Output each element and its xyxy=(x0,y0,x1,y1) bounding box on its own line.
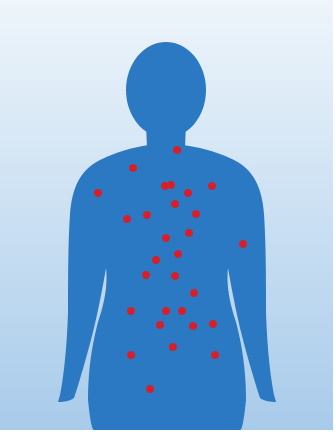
spot xyxy=(156,321,164,329)
spot xyxy=(174,250,182,258)
spot xyxy=(142,271,150,279)
spot xyxy=(239,240,247,248)
spot xyxy=(211,351,219,359)
spot xyxy=(171,200,179,208)
spot xyxy=(171,272,179,280)
spot xyxy=(146,385,154,393)
spot xyxy=(162,307,170,315)
spot xyxy=(127,351,135,359)
spot xyxy=(129,164,137,172)
spot xyxy=(161,182,169,190)
spot xyxy=(189,322,197,330)
spot xyxy=(190,289,198,297)
spot xyxy=(94,189,102,197)
spot xyxy=(162,234,170,242)
spot xyxy=(192,210,200,218)
spot xyxy=(152,256,160,264)
spot xyxy=(173,146,181,154)
spot xyxy=(178,307,186,315)
spot xyxy=(184,189,192,197)
spot xyxy=(123,215,131,223)
spot xyxy=(143,211,151,219)
spot xyxy=(127,307,135,315)
spot xyxy=(169,343,177,351)
spot xyxy=(185,229,193,237)
spot xyxy=(209,320,217,328)
spot xyxy=(208,182,216,190)
